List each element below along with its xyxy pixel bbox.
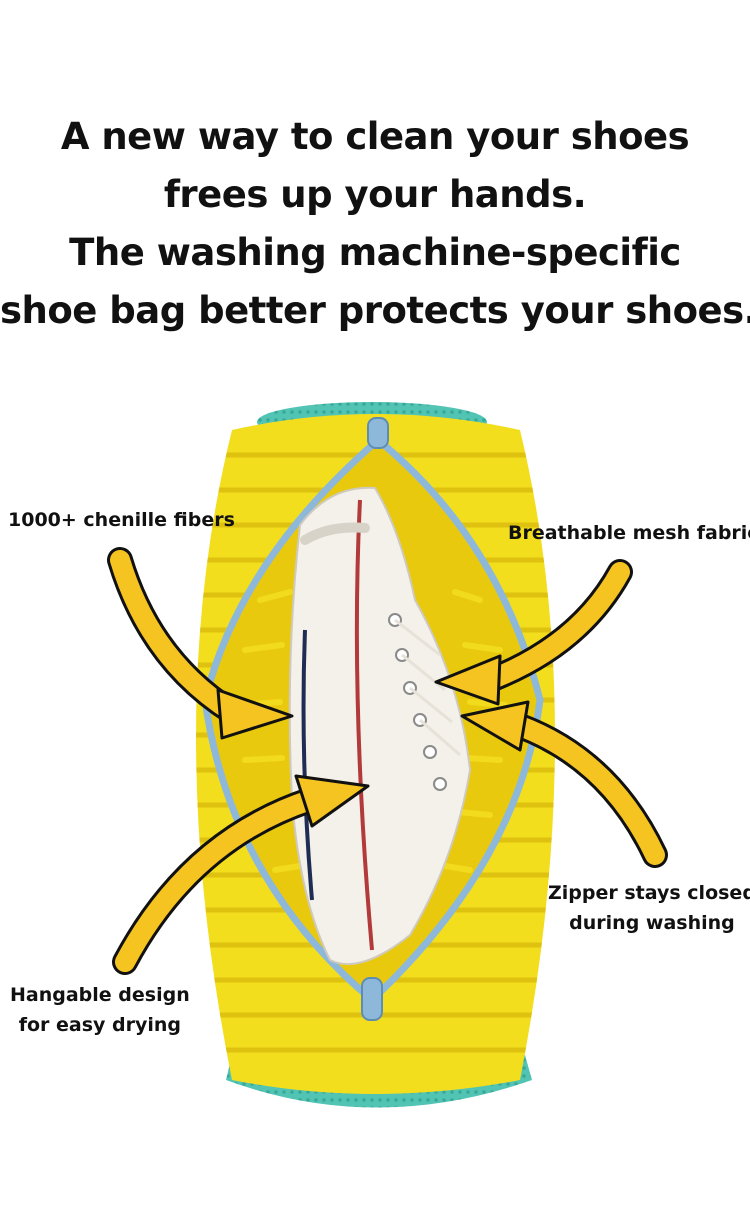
callout-zipper: Zipper stays closed during washing [548,878,750,938]
callout-mesh-fabric: Breathable mesh fabric [508,518,750,548]
shoe-wash-bag-illustration [107,402,668,1108]
callout-hangable: Hangable design for easy drying [10,980,190,1040]
headline: A new way to clean your shoes frees up y… [0,108,750,340]
arrow-icon-zipper [460,700,668,868]
arrow-icon-hangable [112,774,370,975]
callout-zipper-line-1: Zipper stays closed [548,882,750,904]
zipper-pull-top [367,417,389,449]
callout-hangable-line-1: Hangable design [10,984,190,1006]
white-sneaker [288,486,472,966]
headline-line-1: A new way to clean your shoes [60,115,690,158]
zipper-pull-bottom [361,977,383,1021]
callout-hangable-line-2: for easy drying [18,1014,182,1036]
mesh-fabric-bottom [226,1055,532,1108]
callout-zipper-line-2: during washing [569,912,735,934]
callout-chenille-line-1: 1000+ chenille fibers [8,509,235,531]
headline-line-2: frees up your hands. [163,173,587,216]
callout-mesh-line-1: Breathable mesh fabric [508,522,750,544]
headline-line-4: shoe bag better protects your shoes. [0,289,750,332]
headline-line-3: The washing machine-specific [69,231,681,274]
callout-chenille-fibers: 1000+ chenille fibers [8,505,235,535]
arrow-icon-chenille [107,547,294,740]
arrow-icon-mesh [434,559,633,706]
